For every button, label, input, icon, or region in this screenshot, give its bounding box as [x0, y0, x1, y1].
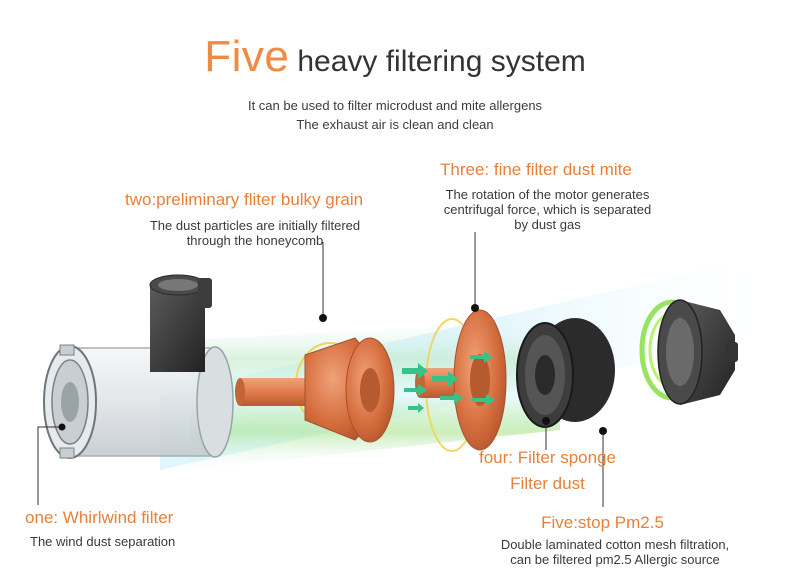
- stage-one-description: The wind dust separation: [30, 534, 176, 549]
- stage-two-description: The dust particles are initially filtere…: [149, 218, 361, 248]
- callout-leaders: [37, 232, 604, 507]
- cyclone-chamber: [43, 274, 234, 459]
- stage-five-description: Double laminated cotton mesh filtration,…: [500, 537, 730, 567]
- motor-housing-filter: [639, 299, 738, 405]
- fine-filter-disc: [402, 309, 507, 452]
- honeycomb-cone-filter: [235, 337, 395, 443]
- stage-three-description: The rotation of the motor generates cent…: [443, 187, 652, 232]
- callout-dots: [58, 304, 607, 435]
- stage-four-label-line-1: four: Filter sponge: [478, 448, 616, 467]
- title-rest: heavy filtering system: [297, 45, 586, 78]
- stage-one-label: one: Whirlwind filter: [25, 508, 174, 527]
- stage-five-label: Five:stop Pm2.5: [541, 513, 664, 532]
- stage-four-label-line-2: Filter dust: [510, 474, 585, 493]
- sponge-filter-cup: [516, 318, 615, 428]
- stage-two-label: two:preliminary fliter bulky grain: [125, 190, 364, 209]
- subtitle-line-2: The exhaust air is clean and clean: [296, 117, 494, 132]
- subtitle-line-1: It can be used to filter microdust and m…: [247, 98, 543, 113]
- stage-three-label: Three: fine filter dust mite: [440, 160, 632, 179]
- title-accent: Five: [204, 32, 290, 81]
